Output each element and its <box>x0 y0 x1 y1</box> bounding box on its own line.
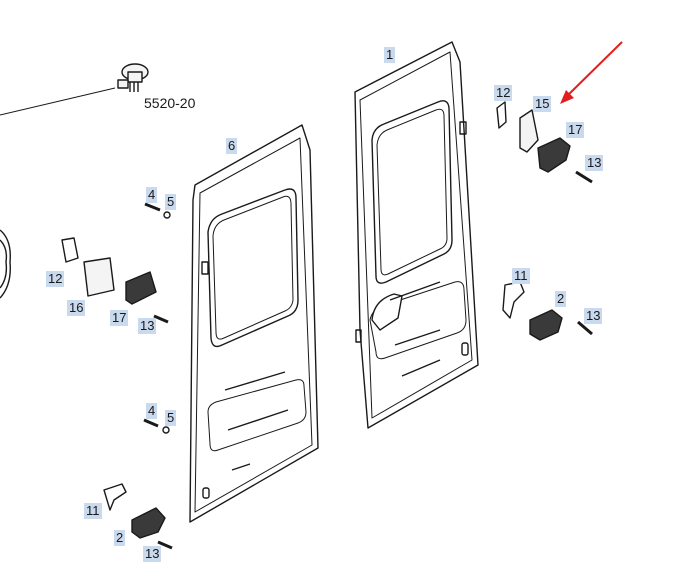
callout-6: 6 <box>226 138 238 154</box>
callout-17: 17 <box>566 122 585 138</box>
lower-right-hinge-parts <box>502 281 593 341</box>
callout-2: 2 <box>114 530 126 546</box>
callout-4: 4 <box>146 187 158 203</box>
callout-17: 17 <box>110 310 129 326</box>
callout-2: 2 <box>555 291 567 307</box>
callout-1: 1 <box>384 47 396 63</box>
push-clip-fastener <box>117 63 149 92</box>
callout-5: 5 <box>165 410 177 426</box>
reference-leader-line <box>0 87 116 116</box>
callout-12: 12 <box>494 85 513 101</box>
callout-11: 11 <box>512 268 530 284</box>
callout-13: 13 <box>143 546 162 562</box>
callout-11: 11 <box>84 503 102 519</box>
callout-13: 13 <box>138 318 157 334</box>
callout-5: 5 <box>165 194 177 210</box>
upper-left-hinge-parts <box>61 202 171 324</box>
callout-13: 13 <box>584 308 603 324</box>
callout-13: 13 <box>585 155 604 171</box>
right-rear-door <box>354 41 479 429</box>
callout-16: 16 <box>67 300 86 316</box>
lower-left-hinge-parts <box>103 418 173 550</box>
highlight-arrow <box>560 41 623 104</box>
callout-4: 4 <box>146 403 158 419</box>
callout-15: 15 <box>533 96 552 112</box>
partial-round-object <box>0 229 11 299</box>
reference-part-number: 5520-20 <box>144 95 196 111</box>
upper-right-hinge-parts <box>496 101 593 184</box>
left-rear-door <box>189 124 319 523</box>
callout-12: 12 <box>46 271 65 287</box>
